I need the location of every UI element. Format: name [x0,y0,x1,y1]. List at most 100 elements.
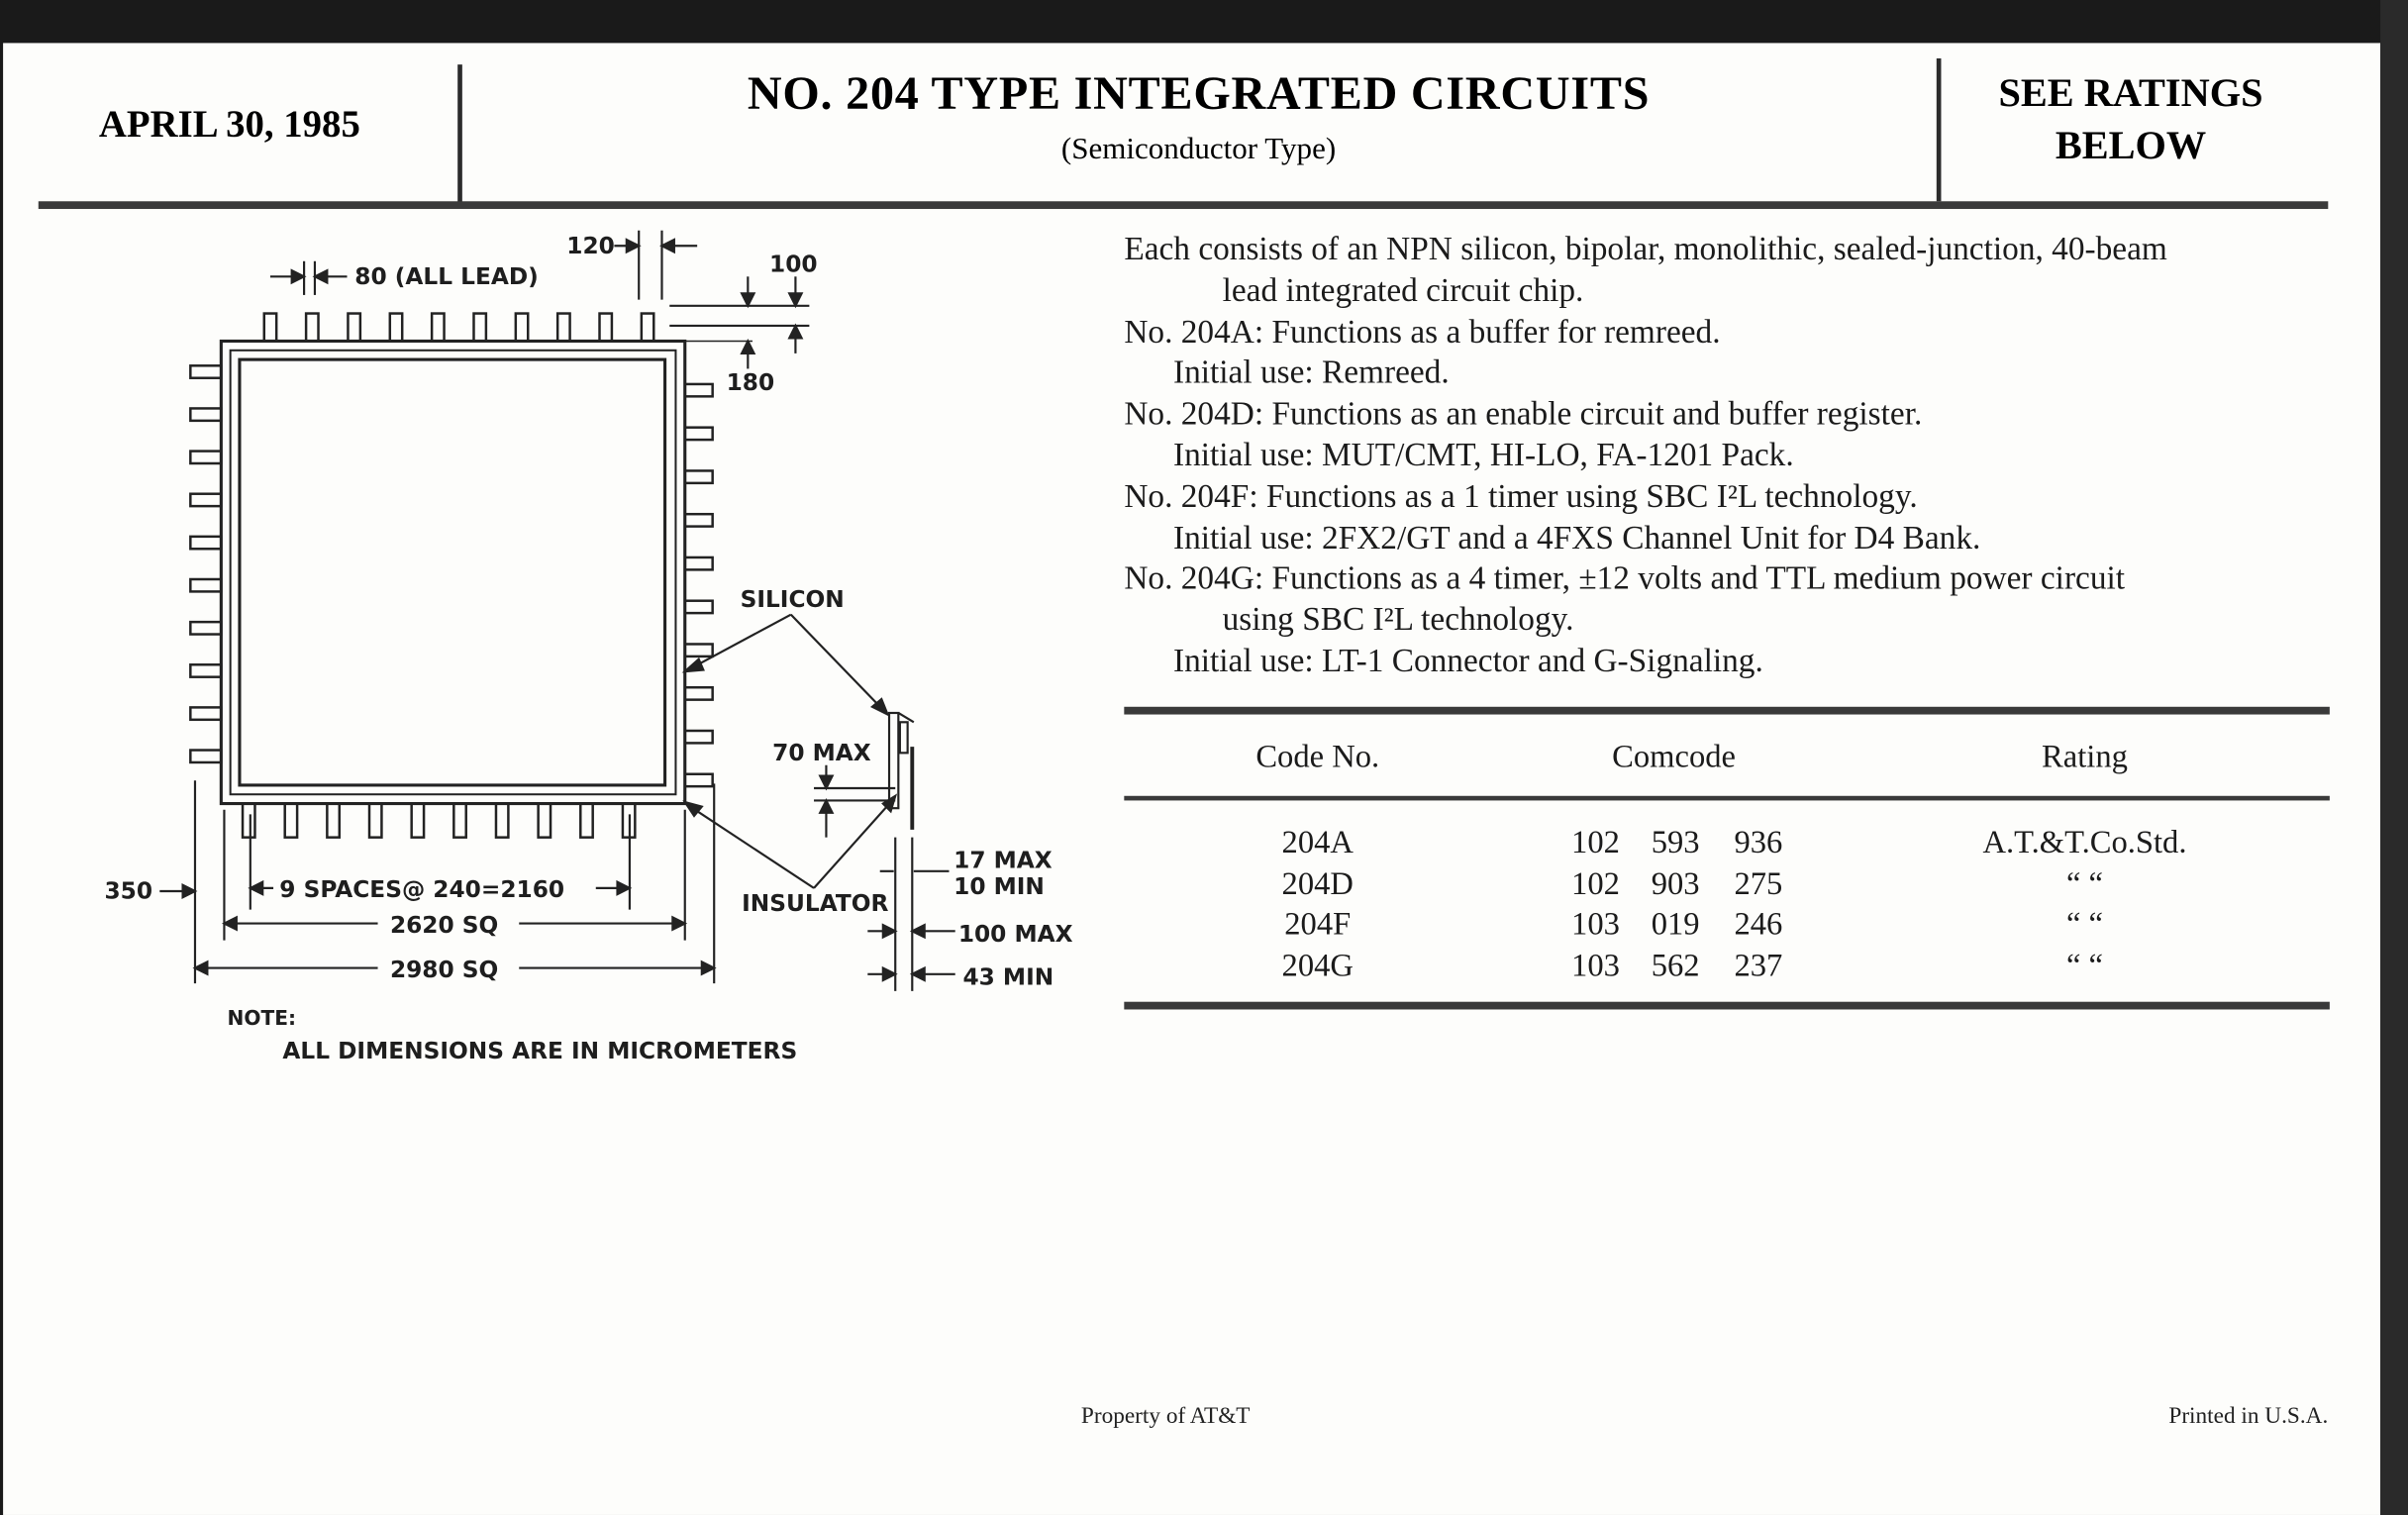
beam-lead [189,620,223,636]
dim-350-label: 350 [104,878,152,905]
dim-180-label: 180 [727,369,775,396]
beam-lead [189,535,223,551]
cell-rating: “ “ [2065,864,2104,902]
cell-comcode-part: 102 [1571,823,1620,860]
dimension-lines [159,230,955,991]
scan-edge [2380,0,2408,1515]
dim-spacing-label: 9 SPACES@ 240=2160 [279,876,564,903]
chip-dimension-diagram: 80 (ALL LEAD) 120 100 180 SILICON 70 MAX… [104,230,1073,1064]
beam-lead [640,312,655,343]
beam-lead [452,802,467,839]
description-line: Each consists of an NPN silicon, bipolar… [1124,230,2167,267]
dim-10-min-label: 10 MIN [953,873,1045,900]
cell-comcode-part: 102 [1571,864,1620,902]
dim-100-max-label: 100 MAX [958,921,1073,948]
header-rule [38,201,2329,210]
beam-lead [537,802,552,839]
cell-comcode-part: 019 [1651,905,1700,943]
cell-comcode-part: 593 [1651,823,1700,860]
table-bottom-rule [1124,1001,2330,1010]
beam-lead [189,663,223,678]
beam-lead [326,802,342,839]
description-line: No. 204G: Functions as a 4 timer, ±12 vo… [1124,559,2126,597]
cell-comcode-part: 237 [1734,946,1783,984]
beam-lead [683,643,714,658]
dim-2620-label: 2620 SQ [390,912,498,939]
column-header-rating: Rating [2042,737,2128,775]
description-line: No. 204A: Functions as a buffer for remr… [1124,312,1721,351]
description-line: Initial use: Remreed. [1172,354,1450,391]
cell-comcode-part: 562 [1651,946,1700,984]
beam-lead [283,802,299,839]
insulator-label: INSULATOR [742,890,888,917]
description-line: No. 204D: Functions as an enable circuit… [1124,395,1923,433]
beam-lead [262,312,278,343]
beam-lead [683,469,714,485]
ratings-note-line2: BELOW [2055,123,2207,168]
chip-silicon-outline [238,357,667,787]
beam-lead [683,729,714,745]
description-line: Initial use: 2FX2/GT and a 4FXS Channel … [1172,518,1981,556]
silicon-label: SILICON [741,586,845,613]
cell-code-no: 204F [1284,905,1352,943]
description-line: using SBC I²L technology. [1222,601,1574,639]
table-header-rule [1124,795,2330,801]
beam-lead [683,382,714,398]
cell-comcode-part: 936 [1734,823,1783,860]
column-header-code: Code No. [1255,737,1380,775]
beam-lead [189,749,223,764]
beam-lead [430,312,446,343]
dim-100-label: 100 [769,252,818,278]
beam-lead [189,364,223,379]
cell-comcode-part: 903 [1651,864,1700,902]
beam-lead [683,599,714,615]
cell-comcode-part: 246 [1734,905,1783,943]
column-header-comcode: Comcode [1612,737,1736,775]
description-line: lead integrated circuit chip. [1222,271,1584,309]
description-line: Initial use: MUT/CMT, HI-LO, FA-1201 Pac… [1172,436,1794,473]
beam-lead [189,407,223,423]
cell-comcode-part: 103 [1571,946,1620,984]
beam-lead [579,802,594,839]
page-title: NO. 204 TYPE INTEGRATED CIRCUITS [747,65,1651,121]
dim-17-max-label: 17 MAX [953,848,1053,874]
cell-code-no: 204D [1281,864,1354,902]
cell-code-no: 204G [1281,946,1354,984]
beam-lead [494,802,510,839]
beam-lead [598,312,614,343]
beam-lead [189,492,223,508]
beam-lead [555,312,571,343]
footer-property: Property of AT&T [1080,1404,1251,1430]
cell-code-no: 204A [1281,823,1354,860]
note-label: NOTE: [228,1006,297,1030]
ratings-note-line1: SEE RATINGS [1998,70,2263,116]
dim-corner-gap-label: 120 [566,233,615,259]
cell-comcode-part: 275 [1734,864,1783,902]
header-divider [457,64,462,208]
dim-70-max-label: 70 MAX [772,740,871,766]
beam-lead [189,577,223,593]
chip-outer-outline [219,339,687,806]
beam-lead [367,802,383,839]
beam-lead [347,312,362,343]
cell-rating: A.T.&T.Co.Std. [1982,823,2187,860]
beam-lead [683,556,714,571]
beam-lead [388,312,404,343]
beam-lead [304,312,320,343]
beam-lead [683,685,714,701]
chip-insulator-outline [229,349,677,796]
beam-lead [683,772,714,788]
beam-lead [189,450,223,465]
beam-lead [472,312,488,343]
dim-43-min-label: 43 MIN [962,964,1054,991]
beam-lead [189,706,223,722]
document-date: APRIL 30, 1985 [98,104,360,147]
footer-printed: Printed in U.S.A. [2168,1404,2329,1430]
beam-lead [683,512,714,528]
beam-lead [514,312,530,343]
beam-lead [241,802,256,839]
note-text: ALL DIMENSIONS ARE IN MICROMETERS [282,1038,797,1064]
description-line: No. 204F: Functions as a 1 timer using S… [1124,477,1918,515]
cell-rating: “ “ [2065,946,2104,984]
